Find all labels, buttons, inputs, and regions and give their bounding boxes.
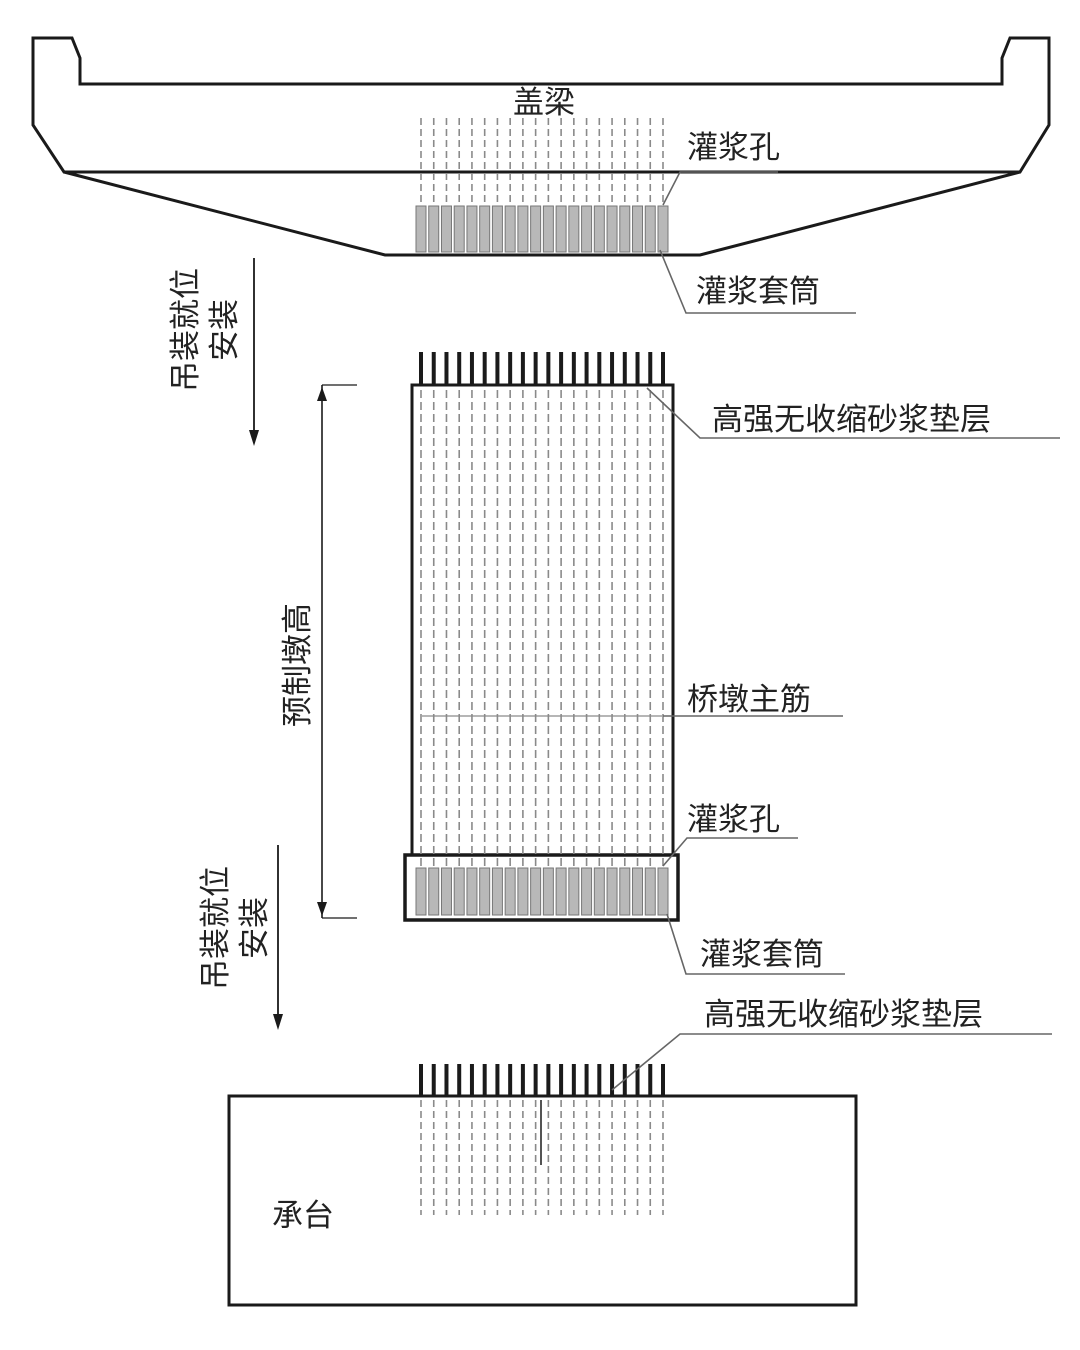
lift-install-top-label-line2: 安装 [207,299,243,361]
pier-main-rebar-label: 桥墩主筋 [687,682,811,718]
pier-grout-sleeve [542,867,554,916]
lift-arrow-bottom-head [273,1014,283,1030]
lift-arrow-top-head [249,430,259,446]
grout-hole-top-leader [662,171,778,206]
grout-sleeve-bottom-leader [666,913,845,975]
mortar-layer-bottom-label: 高强无收缩砂浆垫层 [704,997,983,1033]
pier-grout-sleeve [517,867,529,916]
cap-beam-grout-sleeve [530,205,542,253]
pile-cap-outline [227,1094,858,1307]
pier-grout-sleeve [657,867,669,916]
cap-beam-grout-sleeve [428,205,440,253]
pier-grout-sleeve [632,867,644,916]
cap-beam-grout-sleeve [542,205,554,253]
pier-grout-sleeve [466,867,478,916]
mortar-layer-bottom-leader [611,1033,1052,1091]
cap-beam-grout-sleeve [453,205,465,253]
pier-grout-sleeve [479,867,491,916]
dimension-arrow-bottom [317,902,327,916]
pier-grout-sleeve [555,867,567,916]
cap-beam-grout-sleeve [479,205,491,253]
pier-grout-sleeve [644,867,656,916]
cap-beam-label: 盖梁 [513,85,575,121]
lift-install-bottom-label-line2: 安装 [237,897,273,959]
cap-beam-grout-sleeve [555,205,567,253]
cap-beam-grout-sleeve [568,205,580,253]
pier-grout-sleeve [530,867,542,916]
cap-beam-grout-sleeve [491,205,503,253]
pier-grout-sleeve [593,867,605,916]
cap-beam-outline [31,36,1051,174]
cap-beam-grout-sleeve [440,205,452,253]
pier-grout-sleeve [504,867,516,916]
pile-cap-label: 承台 [272,1198,334,1234]
cap-beam-grout-sleeve [644,205,656,253]
cap-beam-grout-sleeve [504,205,516,253]
mortar-layer-top-leader [646,387,1060,439]
pier-grout-sleeve [453,867,465,916]
cap-beam-grout-sleeve [466,205,478,253]
grout-sleeve-top-leader [659,249,856,314]
pier-sleeve-zone-outline [403,853,680,922]
cap-beam-grout-sleeve [415,205,427,253]
grout-hole-bottom-label: 灌浆孔 [687,802,780,838]
grout-hole-top-label: 灌浆孔 [687,130,780,166]
pier-grout-sleeve [568,867,580,916]
pier-grout-sleeve [606,867,618,916]
lift-install-bottom-label-line1: 吊装就位 [198,866,234,990]
prefab-pier-height-label: 预制墩高 [280,603,316,727]
grout-sleeve-top-label: 灌浆套筒 [696,274,820,310]
cap-beam-grout-sleeve [581,205,593,253]
cap-beam-grout-sleeve [632,205,644,253]
lift-install-top-label-line1: 吊装就位 [168,268,204,392]
grout-sleeve-bottom-label: 灌浆套筒 [700,937,824,973]
pier-column-outline [410,383,675,857]
pier-grout-sleeve [428,867,440,916]
grout-hole-bottom-leader [662,837,798,867]
cap-beam-grout-sleeve [593,205,605,253]
cap-beam-grout-sleeve [619,205,631,253]
cap-beam-grout-sleeve [606,205,618,253]
mortar-layer-top-label: 高强无收缩砂浆垫层 [712,402,991,438]
dimension-arrow-top [317,387,327,401]
pier-grout-sleeve [491,867,503,916]
pier-grout-sleeve [440,867,452,916]
pier-grout-sleeve [619,867,631,916]
pier-grout-sleeve [415,867,427,916]
cap-beam-haunch [63,170,1021,257]
cap-beam-grout-sleeve [657,205,669,253]
cap-beam-grout-sleeve [517,205,529,253]
pier-grout-sleeve [581,867,593,916]
